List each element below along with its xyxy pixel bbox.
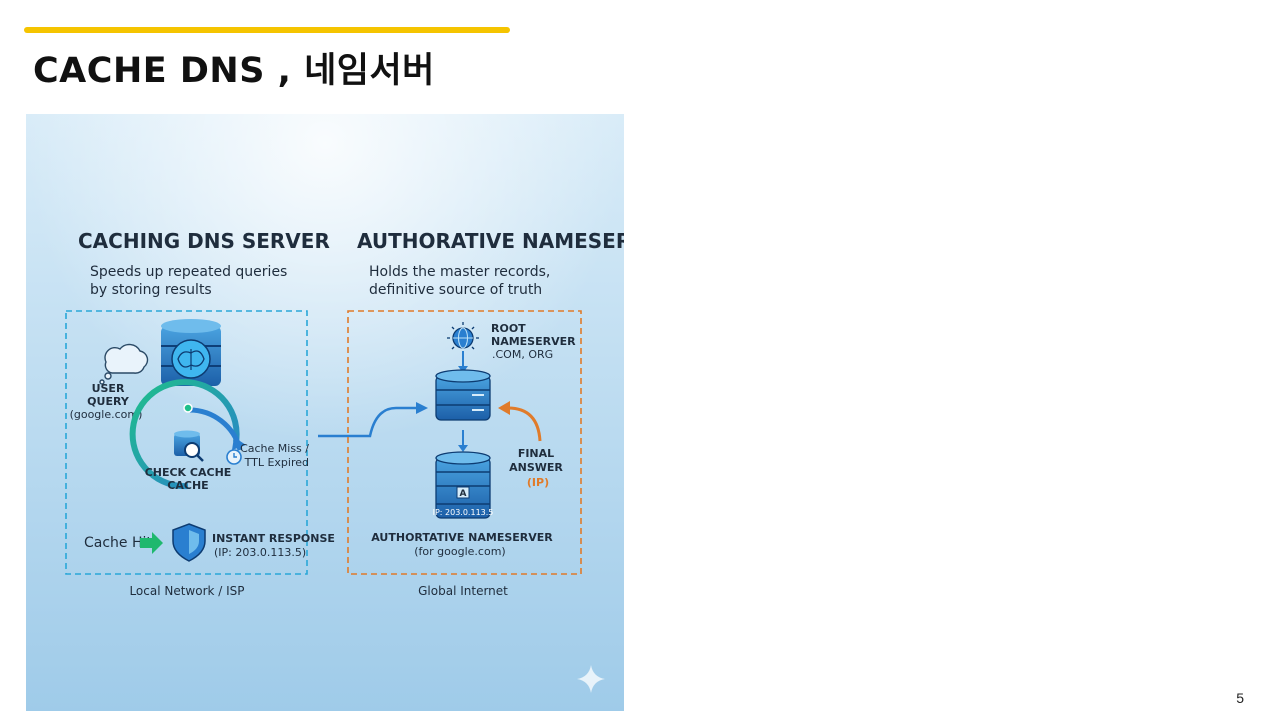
check-cache-label-1: CHECK CACHE	[145, 466, 232, 479]
shield-icon	[172, 523, 206, 562]
cache-hit-label: Cache Hit!	[84, 535, 158, 551]
final-answer-arrow	[498, 401, 542, 442]
title-accent-bar	[24, 27, 510, 33]
caching-panel-border	[65, 310, 308, 575]
user-query-label-1: USER	[92, 382, 125, 395]
authoritative-panel-border	[347, 310, 582, 575]
instant-response-label-1: INSTANT RESPONSE	[212, 532, 335, 545]
slide-title: CACHE DNS , 네임서버	[33, 51, 435, 91]
authoritative-server-label-2: (for google.com)	[414, 545, 505, 558]
authoritative-heading: AUTHORATIVE NAMESERVER	[357, 229, 624, 253]
thought-cloud-icon	[99, 343, 149, 385]
local-network-label: Local Network / ISP	[129, 584, 244, 598]
dns-diagram-figure: CACHING DNS SERVER Speeds up repeated qu…	[26, 114, 624, 711]
instant-response-label-2: (IP: 203.0.113.5)	[214, 546, 306, 559]
clock-icon	[226, 449, 242, 465]
tld-server-stack-icon	[435, 369, 491, 421]
server-badge-letter: A	[460, 489, 467, 499]
caching-dns-desc-1: Speeds up repeated queries	[90, 264, 287, 280]
final-answer-label-1: FINAL	[518, 447, 554, 460]
root-label-1: ROOT	[491, 322, 526, 335]
root-label-2: NAMESERVER	[491, 335, 576, 348]
sparkle-icon	[577, 665, 605, 693]
root-label-3: .COM, ORG	[492, 348, 553, 361]
miss-forward-arrow	[318, 402, 428, 438]
global-internet-label: Global Internet	[418, 584, 508, 598]
root-globe-icon	[447, 322, 479, 354]
caching-dns-panel: CACHING DNS SERVER Speeds up repeated qu…	[65, 229, 335, 598]
caching-dns-desc-2: by storing results	[90, 282, 212, 298]
page-number: 5	[1236, 690, 1244, 706]
authoritative-server-stack-icon	[435, 451, 491, 519]
server-ip-label: IP: 203.0.113.5	[433, 508, 494, 517]
user-query-label-3: (google.com)	[70, 408, 143, 421]
tld-to-auth-arrowhead	[458, 445, 468, 452]
search-database-icon	[174, 430, 204, 462]
authoritative-desc-2: definitive source of truth	[369, 282, 542, 298]
authoritative-desc-1: Holds the master records,	[369, 264, 550, 280]
cache-check-cycle	[129, 379, 246, 490]
caching-dns-heading: CACHING DNS SERVER	[78, 229, 330, 253]
brain-database-icon	[161, 319, 221, 386]
authoritative-server-label-1: AUTHORTATIVE NAMESERVER	[371, 531, 553, 544]
cache-miss-label-2: TTL Expired	[244, 456, 309, 469]
user-query-label-2: QUERY	[87, 395, 130, 408]
final-answer-label-2: ANSWER	[509, 461, 563, 474]
green-arrow-icon	[140, 532, 163, 554]
authoritative-panel: AUTHORATIVE NAMESERVER Holds the master …	[347, 229, 624, 598]
check-cache-label-2: CACHE	[167, 479, 208, 492]
final-answer-label-3: (IP)	[527, 476, 549, 489]
cache-miss-label-1: Cache Miss /	[240, 442, 309, 455]
